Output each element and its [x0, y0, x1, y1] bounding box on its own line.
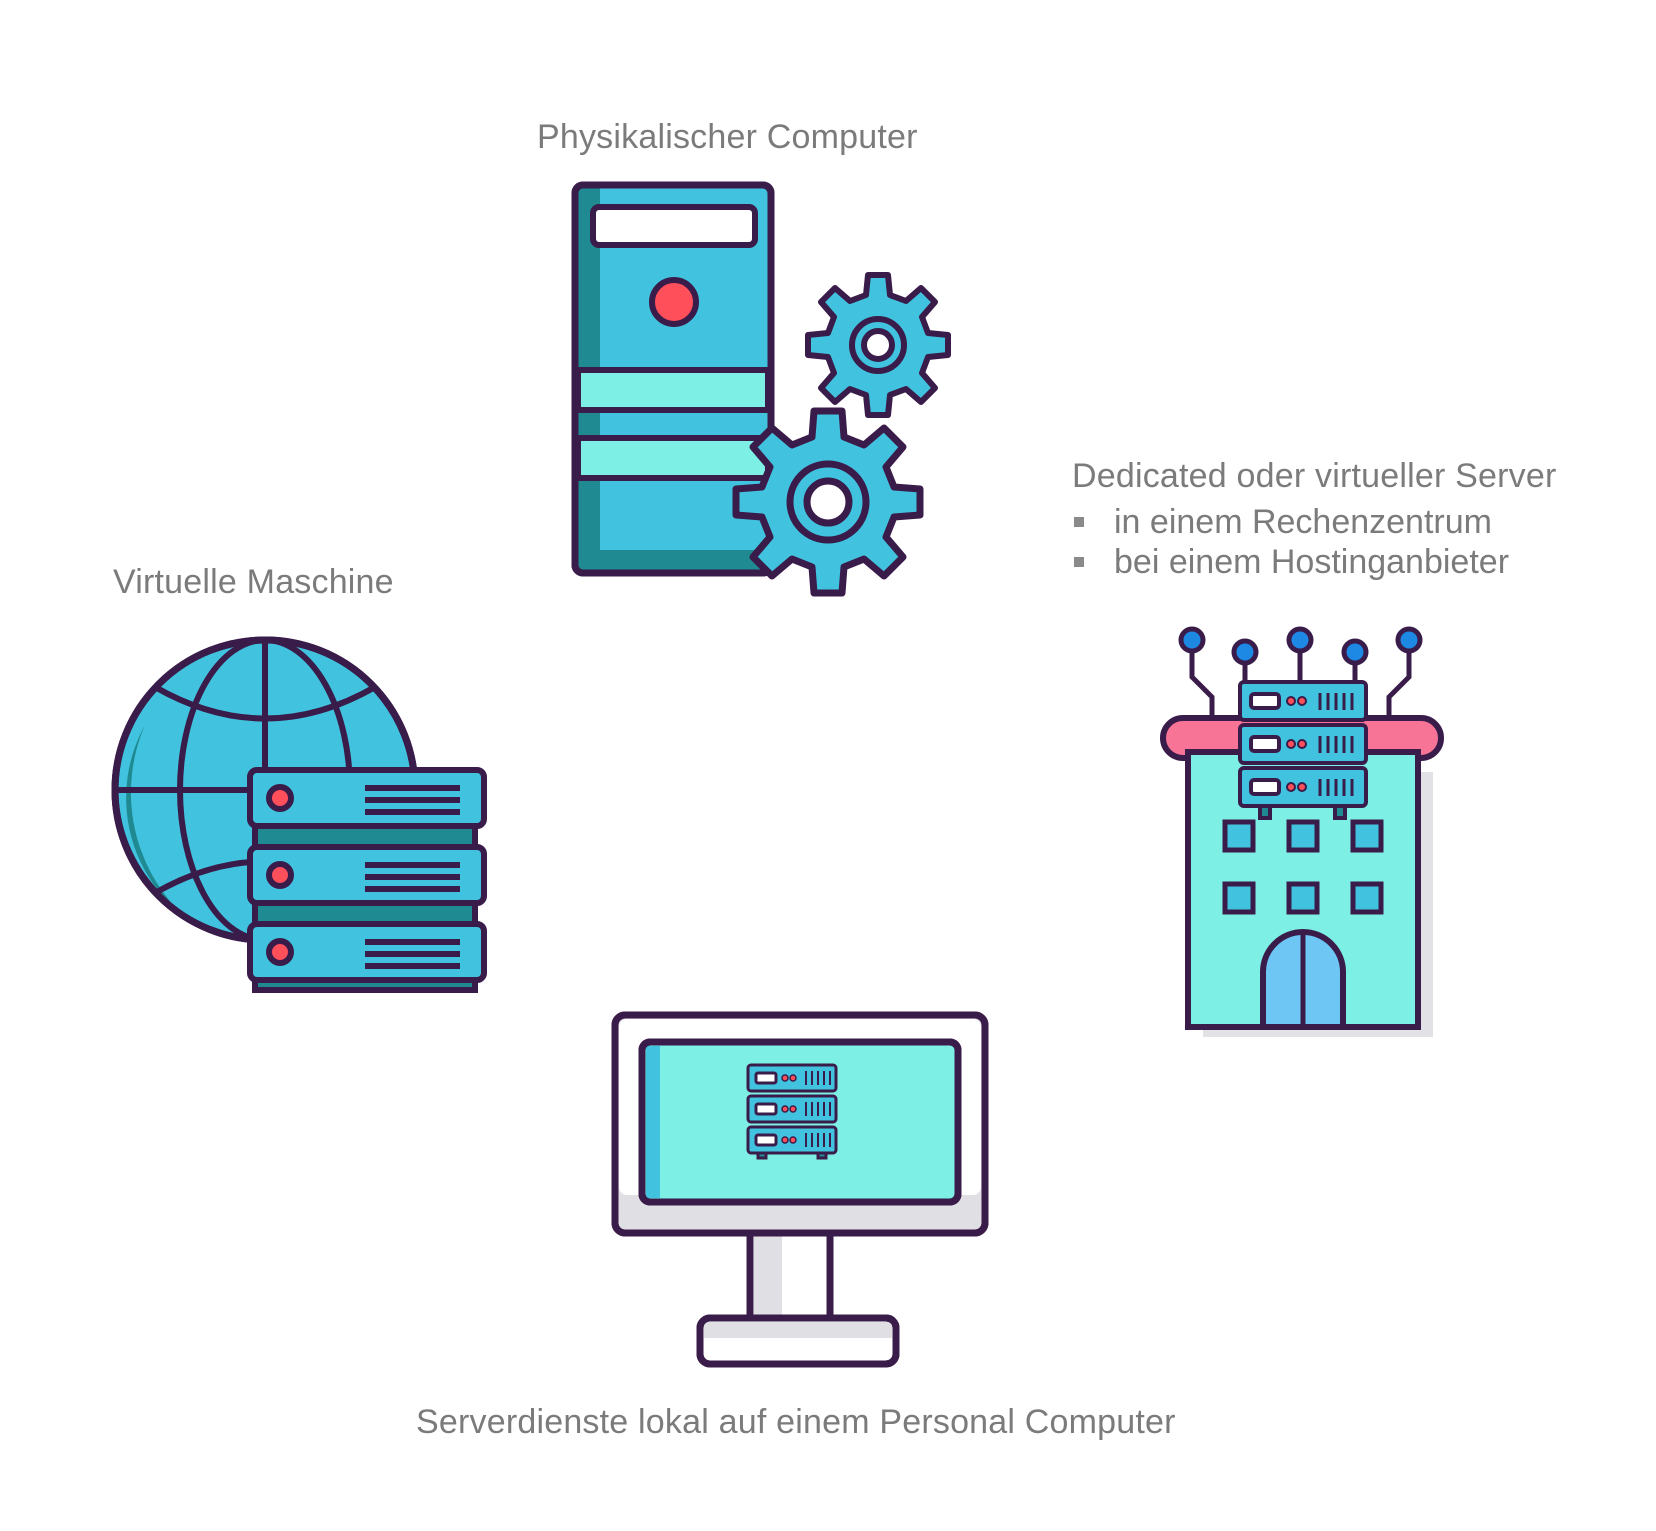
bullet-square-icon — [1074, 557, 1084, 567]
globe-with-server-stack-icon — [110, 635, 495, 995]
virtual-machine-label: Virtuelle Maschine — [113, 563, 394, 601]
local-services-label: Serverdienste lokal auf einem Personal C… — [416, 1403, 1176, 1441]
bullet-text: in einem Rechenzentrum — [1114, 503, 1492, 541]
datacenter-building-icon — [1155, 622, 1475, 1042]
physical-computer-label: Physikalischer Computer — [537, 118, 918, 156]
bullet-item-datacenter: in einem Rechenzentrum — [1072, 502, 1509, 542]
bullet-item-hosting: bei einem Hostinganbieter — [1072, 542, 1509, 582]
dedicated-server-label: Dedicated oder virtueller Server — [1072, 457, 1557, 495]
bullet-text: bei einem Hostinganbieter — [1114, 543, 1510, 581]
dedicated-server-bullet-list: in einem Rechenzentrum bei einem Hosting… — [1072, 502, 1509, 582]
server-tower-with-gears-icon — [570, 180, 970, 620]
bullet-square-icon — [1074, 517, 1084, 527]
monitor-with-server-icon — [610, 1010, 990, 1370]
